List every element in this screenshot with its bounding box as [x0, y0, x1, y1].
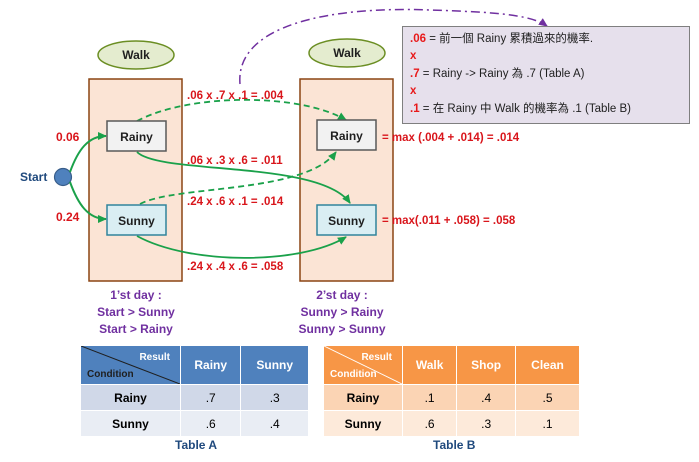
table-cell: .3: [240, 384, 309, 411]
table-a-caption: Table A: [175, 438, 218, 452]
table-b-row-label: Rainy: [323, 384, 403, 411]
note-value-3: .1: [410, 102, 420, 115]
table-a-row-label: Sunny: [80, 410, 181, 437]
rainy-result: = max (.004 + .014) = .014: [382, 132, 520, 144]
note-line-1: .06 = 前一個 Rainy 累積過來的機率.: [410, 31, 682, 48]
sunny-rainy-calc: .24 x .6 x .1 = .014: [187, 196, 284, 208]
note-pointer-arrow: [239, 8, 548, 85]
sunny-state-day2-label: Sunny: [328, 214, 365, 228]
note-text-2: = Rainy -> Rainy 為 .7 (Table A): [419, 67, 585, 80]
table-a-result-label: Result: [139, 352, 170, 363]
sunny-state-day1: Sunny: [106, 204, 167, 236]
sunny-result: = max(.011 + .058) = .058: [382, 215, 516, 227]
sunny-sunny-calc: .24 x .4 x .6 = .058: [187, 261, 284, 273]
table-b-result-label: Result: [361, 352, 392, 363]
rainy-to-rainy-arrow: [136, 99, 347, 122]
walk-label-1: Walk: [122, 48, 150, 62]
table-cell: .7: [179, 384, 242, 411]
sunny-to-sunny-arrow: [136, 235, 347, 259]
table-b-row-label: Sunny: [323, 410, 403, 437]
rainy-state-day2-label: Rainy: [330, 129, 363, 143]
table-b-col-header: Shop: [456, 345, 517, 385]
day2-line1: Sunny > Rainy: [300, 305, 383, 319]
table-cell: .4: [456, 384, 517, 411]
start-to-rainy-arrow: [69, 132, 107, 173]
table-b-col-header: Walk: [401, 345, 458, 385]
rainy-rainy-calc: .06 x .7 x .1 = .004: [187, 90, 284, 102]
table-cell: .5: [515, 384, 580, 411]
note-line-2: x: [410, 48, 682, 65]
note-value-1: .06: [410, 33, 426, 45]
sunny-state-day2: Sunny: [316, 204, 377, 236]
note-text-3: = 在 Rainy 中 Walk 的機率為 .1 (Table B): [419, 102, 632, 115]
start-to-sunny-arrow: [69, 181, 107, 223]
note-op-2: x: [410, 85, 417, 98]
rainy-state-day2: Rainy: [316, 119, 377, 151]
rainy-to-sunny-arrow: [136, 151, 351, 204]
table-a-corner-header: Result Condition: [80, 345, 181, 385]
table-cell: .1: [515, 410, 580, 437]
table-cell: .1: [401, 384, 458, 411]
diagonal-line-icon: [324, 346, 402, 384]
diagonal-line-icon: [81, 346, 180, 384]
table-row: Sunny .6 .3 .1: [323, 410, 580, 437]
day2-line2: Sunny > Sunny: [298, 322, 385, 336]
start-sunny-prob: 0.24: [56, 210, 80, 224]
table-cell: .4: [240, 410, 309, 437]
note-text-1: = 前一個 Rainy 累積過來的機率.: [426, 33, 594, 45]
table-a-col-header: Sunny: [240, 345, 309, 385]
note-value-2: .7: [410, 67, 420, 80]
explanation-note: .06 = 前一個 Rainy 累積過來的機率. x .7 = Rainy ->…: [402, 26, 690, 124]
table-a-row-label: Rainy: [80, 384, 181, 411]
table-cell: .6: [179, 410, 242, 437]
rainy-state-day1: Rainy: [106, 120, 167, 152]
note-line-5: .1 = 在 Rainy 中 Walk 的機率為 .1 (Table B): [410, 101, 682, 118]
table-row: Rainy .7 .3: [80, 384, 309, 411]
start-rainy-prob: 0.06: [56, 130, 80, 144]
table-a-condition-label: Condition: [87, 369, 134, 380]
table-b-corner-header: Result Condition: [323, 345, 403, 385]
sunny-to-rainy-arrow: [139, 151, 337, 205]
start-node: [53, 167, 73, 187]
day2-title: 2’st day :: [316, 288, 368, 302]
rainy-state-day1-label: Rainy: [120, 130, 153, 144]
day1-line2: Start > Rainy: [99, 322, 173, 336]
note-op-1: x: [410, 50, 417, 63]
day2-caption: 2’st day : Sunny > Rainy Sunny > Sunny: [298, 288, 385, 336]
table-row: Sunny .6 .4: [80, 410, 309, 437]
sunny-state-day1-label: Sunny: [118, 214, 155, 228]
day1-caption: 1’st day : Start > Sunny Start > Rainy: [97, 288, 175, 336]
walk-observation-2: Walk: [308, 38, 386, 68]
walk-label-2: Walk: [333, 46, 361, 60]
table-b: Result Condition Walk Shop Clean Rainy .…: [323, 345, 580, 437]
day1-title: 1’st day :: [110, 288, 162, 302]
rainy-sunny-calc: .06 x .3 x .6 = .011: [187, 155, 283, 167]
note-line-4: x: [410, 83, 682, 100]
table-cell: .6: [401, 410, 458, 437]
table-cell: .3: [456, 410, 517, 437]
day1-line1: Start > Sunny: [97, 305, 175, 319]
start-label: Start: [20, 170, 47, 184]
table-b-caption: Table B: [433, 438, 476, 452]
table-row: Rainy .1 .4 .5: [323, 384, 580, 411]
table-b-col-header: Clean: [515, 345, 580, 385]
table-a-col-header: Rainy: [179, 345, 242, 385]
note-line-3: .7 = Rainy -> Rainy 為 .7 (Table A): [410, 66, 682, 83]
walk-observation-1: Walk: [97, 40, 175, 70]
table-b-condition-label: Condition: [330, 369, 377, 380]
table-a: Result Condition Rainy Sunny Rainy .7 .3…: [80, 345, 309, 437]
